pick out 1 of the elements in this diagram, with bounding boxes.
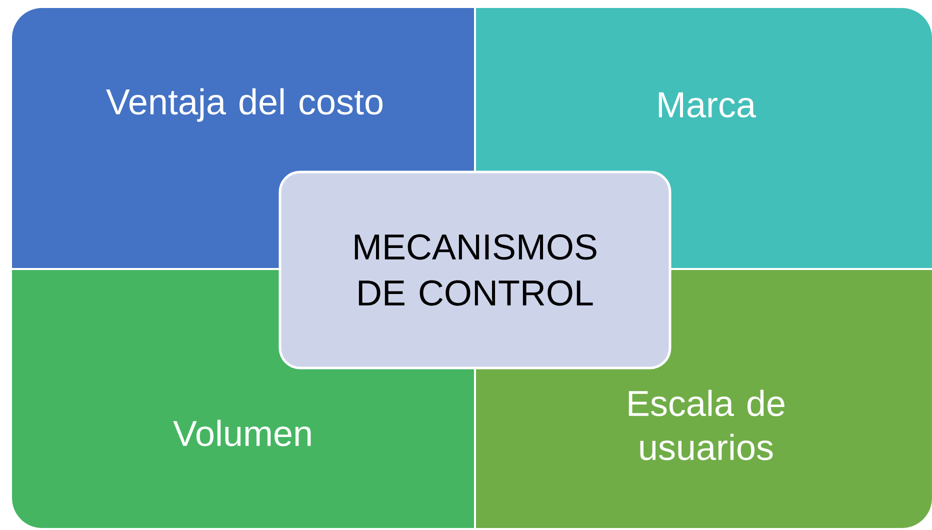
center-box: MECANISMOS DE CONTROL bbox=[278, 170, 672, 370]
